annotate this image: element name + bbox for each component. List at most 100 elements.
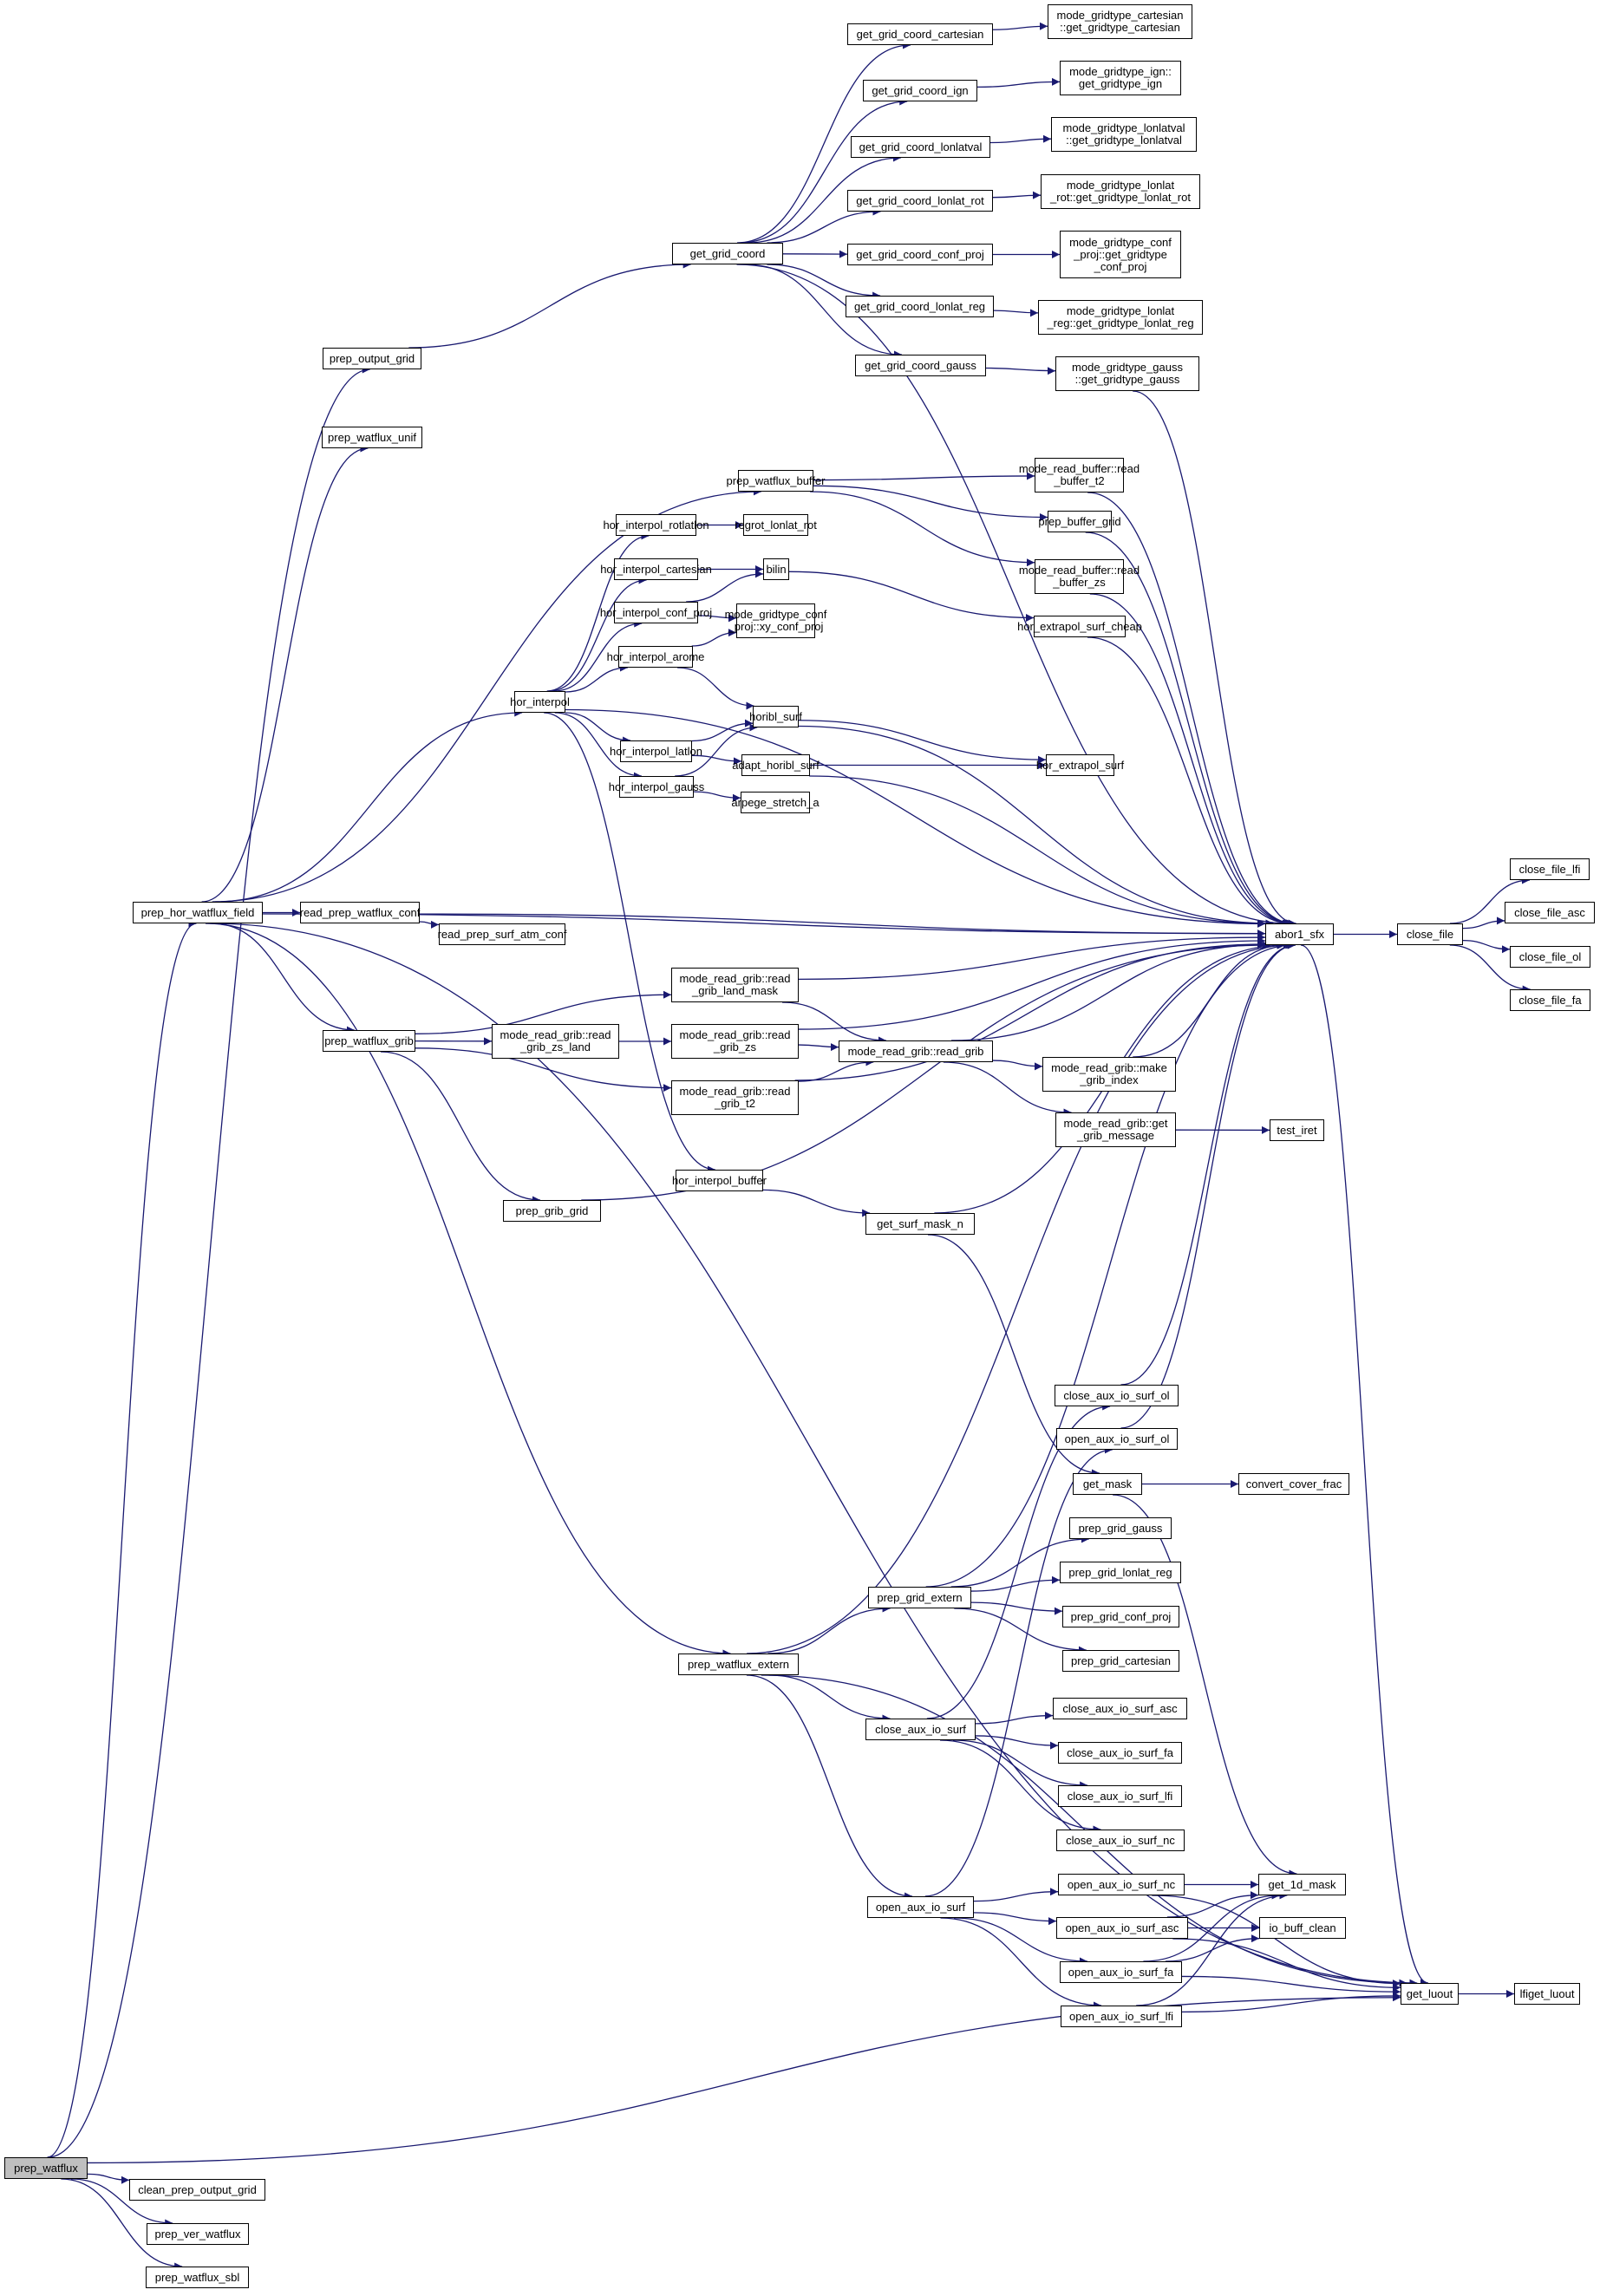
- node-mrg-get-message[interactable]: mode_read_grib::get _grib_message: [1055, 1112, 1176, 1147]
- node-prep-grid-conf-proj[interactable]: prep_grid_conf_proj: [1062, 1606, 1179, 1627]
- node-prep-grid-gauss[interactable]: prep_grid_gauss: [1069, 1517, 1172, 1539]
- node-get-1d-mask[interactable]: get_1d_mask: [1258, 1874, 1346, 1895]
- node-mg-lonlat-reg[interactable]: mode_gridtype_lonlat _reg::get_gridtype_…: [1038, 300, 1203, 335]
- edge-open_aux_io_surf-to-open_aux_io_surf_nc: [973, 1888, 1059, 1902]
- node-regrot-lonlat-rot[interactable]: regrot_lonlat_rot: [735, 514, 817, 536]
- node-get-grid-coord-lonlat-reg[interactable]: get_grid_coord_lonlat_reg: [846, 296, 994, 317]
- node-open-aux-io-surf-asc[interactable]: open_aux_io_surf_asc: [1056, 1917, 1188, 1939]
- edge-close_aux_io_surf-to-close_aux_io_surf_ol: [926, 1402, 1111, 1719]
- node-get-grid-coord-gauss[interactable]: get_grid_coord_gauss: [855, 355, 986, 376]
- node-prep-hor-watflux-field[interactable]: prep_hor_watflux_field: [133, 902, 263, 923]
- node-get-grid-coord-ign[interactable]: get_grid_coord_ign: [863, 80, 977, 101]
- node-mrg-zs[interactable]: mode_read_grib::read _grib_zs: [671, 1024, 799, 1059]
- node-hor-interpol-conf-proj[interactable]: hor_interpol_conf_proj: [600, 602, 712, 623]
- edge-close_file-to-close_file_fa: [1449, 944, 1531, 994]
- node-horibl-surf[interactable]: horibl_surf: [749, 706, 802, 727]
- node-hor-extrapol-surf[interactable]: hor_extrapol_surf: [1036, 754, 1124, 776]
- edge-prep_watflux_extern-to-open_aux_io_surf: [746, 1674, 913, 1901]
- node-get-surf-mask-n[interactable]: get_surf_mask_n: [865, 1213, 975, 1235]
- node-read-prep-watflux-conf[interactable]: read_prep_watflux_conf: [300, 902, 420, 923]
- edge-open_aux_io_surf_fa-to-get_luout: [1181, 1975, 1401, 1996]
- node-open-aux-io-surf-nc[interactable]: open_aux_io_surf_nc: [1058, 1874, 1185, 1895]
- node-close-file[interactable]: close_file: [1397, 923, 1463, 945]
- node-prep-watflux-sbl[interactable]: prep_watflux_sbl: [146, 2267, 249, 2288]
- node-close-file-fa[interactable]: close_file_fa: [1510, 989, 1590, 1011]
- node-hor-interpol[interactable]: hor_interpol: [510, 691, 570, 713]
- node-prep-watflux-unif[interactable]: prep_watflux_unif: [322, 427, 422, 448]
- edge-hor_interpol_conf_proj-to-mg_xy_conf_proj: [697, 614, 737, 623]
- node-close-aux-io-surf-fa[interactable]: close_aux_io_surf_fa: [1058, 1742, 1182, 1764]
- node-arpege-stretch-a[interactable]: arpege_stretch_a: [731, 792, 820, 813]
- node-hor-interpol-gauss[interactable]: hor_interpol_gauss: [609, 776, 704, 798]
- node-close-file-lfi[interactable]: close_file_lfi: [1510, 858, 1590, 880]
- node-mg-gauss[interactable]: mode_gridtype_gauss ::get_gridtype_gauss: [1055, 356, 1199, 391]
- node-get-grid-coord-lonlatval[interactable]: get_grid_coord_lonlatval: [851, 136, 990, 158]
- node-mrb-zs[interactable]: mode_read_buffer::read _buffer_zs: [1019, 559, 1140, 594]
- node-prep-grid-extern[interactable]: prep_grid_extern: [868, 1587, 971, 1608]
- node-open-aux-io-surf-fa[interactable]: open_aux_io_surf_fa: [1060, 1961, 1182, 1983]
- edge-hor_interpol_latlon-to-horibl_surf: [691, 719, 754, 742]
- node-read-prep-surf-atm-conf[interactable]: read_prep_surf_atm_conf: [438, 923, 566, 945]
- node-close-aux-io-surf-nc[interactable]: close_aux_io_surf_nc: [1056, 1830, 1185, 1851]
- node-prep-buffer-grid[interactable]: prep_buffer_grid: [1038, 511, 1121, 532]
- node-prep-watflux-buffer[interactable]: prep_watflux_buffer: [727, 470, 825, 492]
- node-mrg-make-index[interactable]: mode_read_grib::make _grib_index: [1042, 1057, 1176, 1092]
- node-get-luout[interactable]: get_luout: [1401, 1983, 1459, 2005]
- node-hor-interpol-arome[interactable]: hor_interpol_arome: [607, 646, 704, 668]
- edge-prep_watflux_grib-to-mrg_t2: [415, 1047, 672, 1093]
- node-mg-lonlat-rot[interactable]: mode_gridtype_lonlat _rot::get_gridtype_…: [1041, 174, 1200, 209]
- edge-prep_watflux_extern-to-abor1_sfx: [747, 941, 1291, 1654]
- node-prep-output-grid[interactable]: prep_output_grid: [323, 348, 421, 369]
- node-prep-watflux-grib[interactable]: prep_watflux_grib: [323, 1030, 415, 1052]
- node-mg-ign[interactable]: mode_gridtype_ign:: get_gridtype_ign: [1060, 61, 1181, 95]
- node-hor-interpol-buffer[interactable]: hor_interpol_buffer: [672, 1170, 767, 1191]
- node-convert-cover-frac[interactable]: convert_cover_frac: [1238, 1473, 1349, 1495]
- node-hor-extrapol-surf-cheap[interactable]: hor_extrapol_surf_cheap: [1017, 616, 1142, 637]
- node-open-aux-io-surf-ol[interactable]: open_aux_io_surf_ol: [1056, 1428, 1178, 1450]
- node-adapt-horibl-surf[interactable]: adapt_horibl_surf: [732, 754, 820, 776]
- node-mg-lonlatval[interactable]: mode_gridtype_lonlatval ::get_gridtype_l…: [1051, 117, 1197, 152]
- node-hor-interpol-latlon[interactable]: hor_interpol_latlon: [610, 740, 702, 762]
- edge-close_file-to-close_file_asc: [1462, 916, 1505, 929]
- node-close-aux-io-surf-lfi[interactable]: close_aux_io_surf_lfi: [1058, 1785, 1182, 1807]
- node-hor-interpol-cartesian[interactable]: hor_interpol_cartesian: [600, 558, 712, 580]
- node-abor1-sfx[interactable]: abor1_sfx: [1265, 923, 1334, 945]
- node-mg-conf-proj[interactable]: mode_gridtype_conf _proj::get_gridtype _…: [1060, 231, 1181, 278]
- edge-prep_watflux-to-prep_output_grid: [48, 365, 370, 2158]
- node-get-grid-coord[interactable]: get_grid_coord: [672, 243, 783, 264]
- node-prep-grid-lonlat-reg[interactable]: prep_grid_lonlat_reg: [1060, 1562, 1181, 1583]
- node-mrg-land-mask[interactable]: mode_read_grib::read _grib_land_mask: [671, 968, 799, 1002]
- node-mrb-t2[interactable]: mode_read_buffer::read _buffer_t2: [1019, 458, 1140, 492]
- node-prep-grib-grid[interactable]: prep_grib_grid: [503, 1200, 601, 1222]
- edge-prep_hor_watflux_field-to-prep_watflux_extern: [205, 923, 731, 1658]
- edge-mg_gauss-to-abor1_sfx: [1133, 390, 1296, 928]
- node-lfiget-luout[interactable]: lfiget_luout: [1514, 1983, 1580, 2005]
- node-close-aux-io-surf-ol[interactable]: close_aux_io_surf_ol: [1055, 1385, 1179, 1406]
- node-prep-grid-cartesian[interactable]: prep_grid_cartesian: [1062, 1650, 1179, 1672]
- node-hor-interpol-rotlatlon[interactable]: hor_interpol_rotlatlon: [603, 514, 709, 536]
- node-open-aux-io-surf[interactable]: open_aux_io_surf: [867, 1896, 974, 1918]
- node-mg-xy-conf-proj[interactable]: mode_gridtype_conf _proj::xy_conf_proj: [725, 603, 826, 638]
- node-mrg-zs-land[interactable]: mode_read_grib::read _grib_zs_land: [492, 1024, 619, 1059]
- node-mg-cartesian[interactable]: mode_gridtype_cartesian ::get_gridtype_c…: [1048, 4, 1192, 39]
- node-close-aux-io-surf-asc[interactable]: close_aux_io_surf_asc: [1053, 1698, 1187, 1719]
- node-get-grid-coord-conf-proj[interactable]: get_grid_coord_conf_proj: [847, 244, 993, 265]
- node-get-grid-coord-lonlat-rot[interactable]: get_grid_coord_lonlat_rot: [847, 190, 993, 212]
- node-prep-watflux[interactable]: prep_watflux: [4, 2157, 88, 2179]
- edge-open_aux_io_surf-to-open_aux_io_surf_fa: [953, 1917, 1088, 1966]
- node-prep-ver-watflux[interactable]: prep_ver_watflux: [147, 2223, 249, 2245]
- node-get-mask[interactable]: get_mask: [1073, 1473, 1142, 1495]
- node-close-file-asc[interactable]: close_file_asc: [1505, 902, 1595, 923]
- node-close-aux-io-surf[interactable]: close_aux_io_surf: [865, 1719, 976, 1740]
- node-close-file-ol[interactable]: close_file_ol: [1510, 946, 1590, 968]
- node-mrg-t2[interactable]: mode_read_grib::read _grib_t2: [671, 1080, 799, 1115]
- node-open-aux-io-surf-lfi[interactable]: open_aux_io_surf_lfi: [1061, 2006, 1182, 2027]
- node-test-iret[interactable]: test_iret: [1270, 1119, 1324, 1141]
- node-prep-watflux-extern[interactable]: prep_watflux_extern: [678, 1654, 799, 1675]
- node-mrg-read-grib[interactable]: mode_read_grib::read_grib: [839, 1040, 993, 1062]
- node-bilin[interactable]: bilin: [763, 558, 789, 580]
- node-clean-prep-output-grid[interactable]: clean_prep_output_grid: [129, 2179, 265, 2201]
- node-io-buff-clean[interactable]: io_buff_clean: [1259, 1917, 1346, 1939]
- edge-horibl_surf-to-hor_extrapol_surf: [798, 720, 1047, 764]
- node-get-grid-coord-cartesian[interactable]: get_grid_coord_cartesian: [847, 23, 993, 45]
